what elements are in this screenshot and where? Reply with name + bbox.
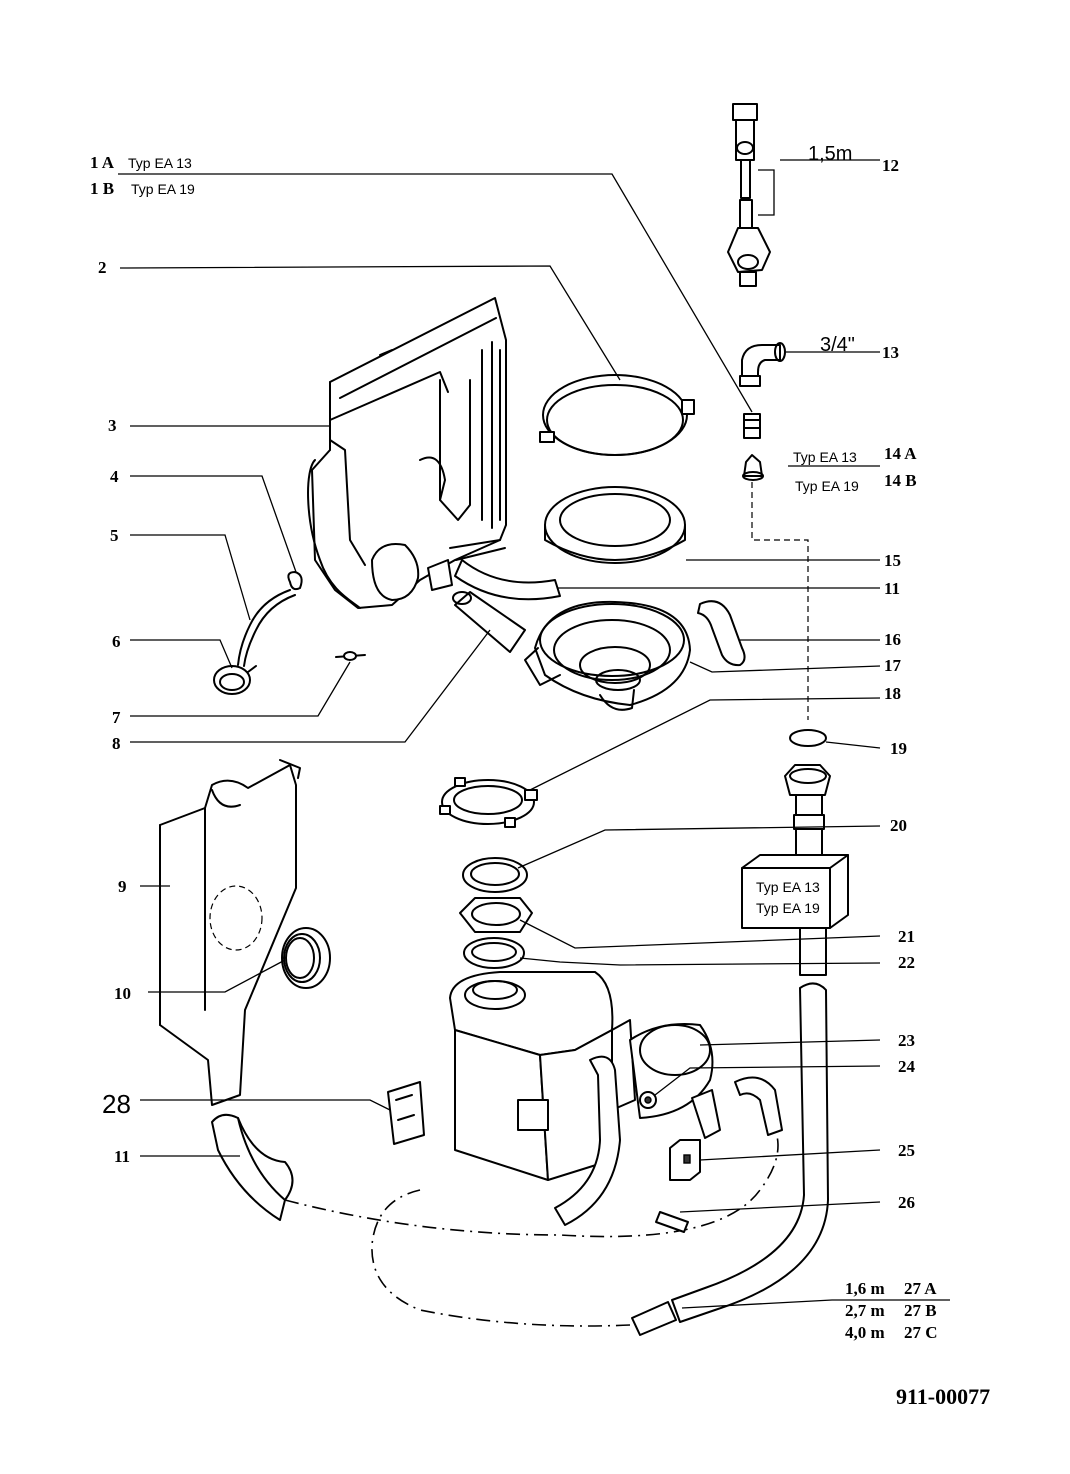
label-11-upper: 11: [884, 579, 900, 598]
label-27c: 27 C: [904, 1323, 938, 1342]
box-type-line2: Typ EA 19: [756, 900, 820, 916]
label-6: 6: [112, 632, 121, 651]
label-1a-type: Typ EA 13: [128, 155, 192, 171]
part-9-side-panel: [159, 759, 301, 1106]
type-label-box: [741, 854, 849, 929]
part-8-tube: [452, 591, 526, 653]
label-22: 22: [898, 953, 915, 972]
document-number: 911-00077: [896, 1384, 990, 1409]
label-24: 24: [898, 1057, 916, 1076]
label-10: 10: [114, 984, 131, 1003]
label-8: 8: [112, 734, 121, 753]
part-20-connector: [784, 764, 831, 860]
part-27-drain-hose: [631, 927, 829, 1336]
label-4: 4: [110, 467, 119, 486]
label-20: 20: [890, 816, 907, 835]
label-12-length: 1,5m: [808, 143, 852, 165]
label-5: 5: [110, 526, 119, 545]
label-25: 25: [898, 1141, 915, 1160]
part-27-hose-continuation: [371, 1189, 631, 1327]
label-7: 7: [112, 708, 121, 727]
label-23: 23: [898, 1031, 915, 1050]
label-3: 3: [108, 416, 117, 435]
part-1-filter: [743, 413, 761, 439]
label-27b: 27 B: [904, 1301, 937, 1320]
part-18-tab-ring: [439, 777, 538, 828]
label-1b: 1 B: [90, 179, 114, 198]
label-27a-length: 1,6 m: [845, 1279, 885, 1298]
part-20-ring: [462, 857, 528, 893]
label-11-lower: 11: [114, 1147, 130, 1166]
label-21: 21: [898, 927, 915, 946]
part-13-elbow: [739, 342, 786, 387]
part-15-gasket-ring: [544, 486, 686, 564]
part-14-nozzle: [742, 454, 764, 481]
label-14b-type: Typ EA 19: [795, 478, 859, 494]
part-5-cord: [237, 589, 296, 667]
part-10-round-seal: [281, 927, 331, 989]
label-1a: 1 A: [90, 153, 115, 172]
part-6-cap: [213, 665, 257, 695]
label-28: 28: [102, 1089, 131, 1119]
label-13-size: 3/4": [820, 334, 855, 356]
label-14a-type: Typ EA 13: [793, 449, 857, 465]
part-26-pin: [655, 1211, 689, 1233]
label-13: 13: [882, 343, 899, 362]
part-4-clip: [287, 571, 303, 591]
label-14b: 14 B: [884, 471, 917, 490]
part-labels: 1 A Typ EA 13 1 B Typ EA 19 2 3 4 5 6 7 …: [90, 143, 990, 1409]
part-22-washer: [463, 937, 525, 969]
label-27b-length: 2,7 m: [845, 1301, 885, 1320]
part-25-valve: [669, 1089, 721, 1181]
box-type-line1: Typ EA 13: [756, 879, 820, 895]
part-12-inlet-hose: [727, 103, 775, 287]
label-14a: 14 A: [884, 444, 917, 463]
part-14-path: [751, 482, 809, 720]
part-28-bracket: [387, 1081, 425, 1145]
label-27c-length: 4,0 m: [845, 1323, 885, 1342]
part-3-door-frame: [307, 297, 507, 609]
part-11-lower-hose: [211, 1113, 294, 1221]
label-2: 2: [98, 258, 107, 277]
label-1b-type: Typ EA 19: [131, 181, 195, 197]
housing-outlet-hose: [554, 1055, 783, 1226]
label-15: 15: [884, 551, 901, 570]
label-27a: 27 A: [904, 1279, 937, 1298]
label-12: 12: [882, 156, 899, 175]
part-19-o-ring: [789, 729, 827, 747]
part-2-clamp-ring: [539, 374, 695, 456]
leader-lines: [118, 159, 950, 1309]
part-11-hose-continuation: [284, 1119, 779, 1238]
label-19: 19: [890, 739, 907, 758]
part-24-screw: [639, 1091, 657, 1109]
part-7-pin: [335, 651, 366, 661]
label-26: 26: [898, 1193, 915, 1212]
part-23-housing: [449, 971, 714, 1181]
part-11-upper-hose: [454, 559, 561, 601]
label-9: 9: [118, 877, 127, 896]
label-17: 17: [884, 656, 902, 675]
part-21-nut: [459, 897, 533, 933]
label-16: 16: [884, 630, 901, 649]
part-16-bent-hose: [697, 600, 746, 667]
label-18: 18: [884, 684, 901, 703]
part-17-funnel: [524, 600, 691, 711]
